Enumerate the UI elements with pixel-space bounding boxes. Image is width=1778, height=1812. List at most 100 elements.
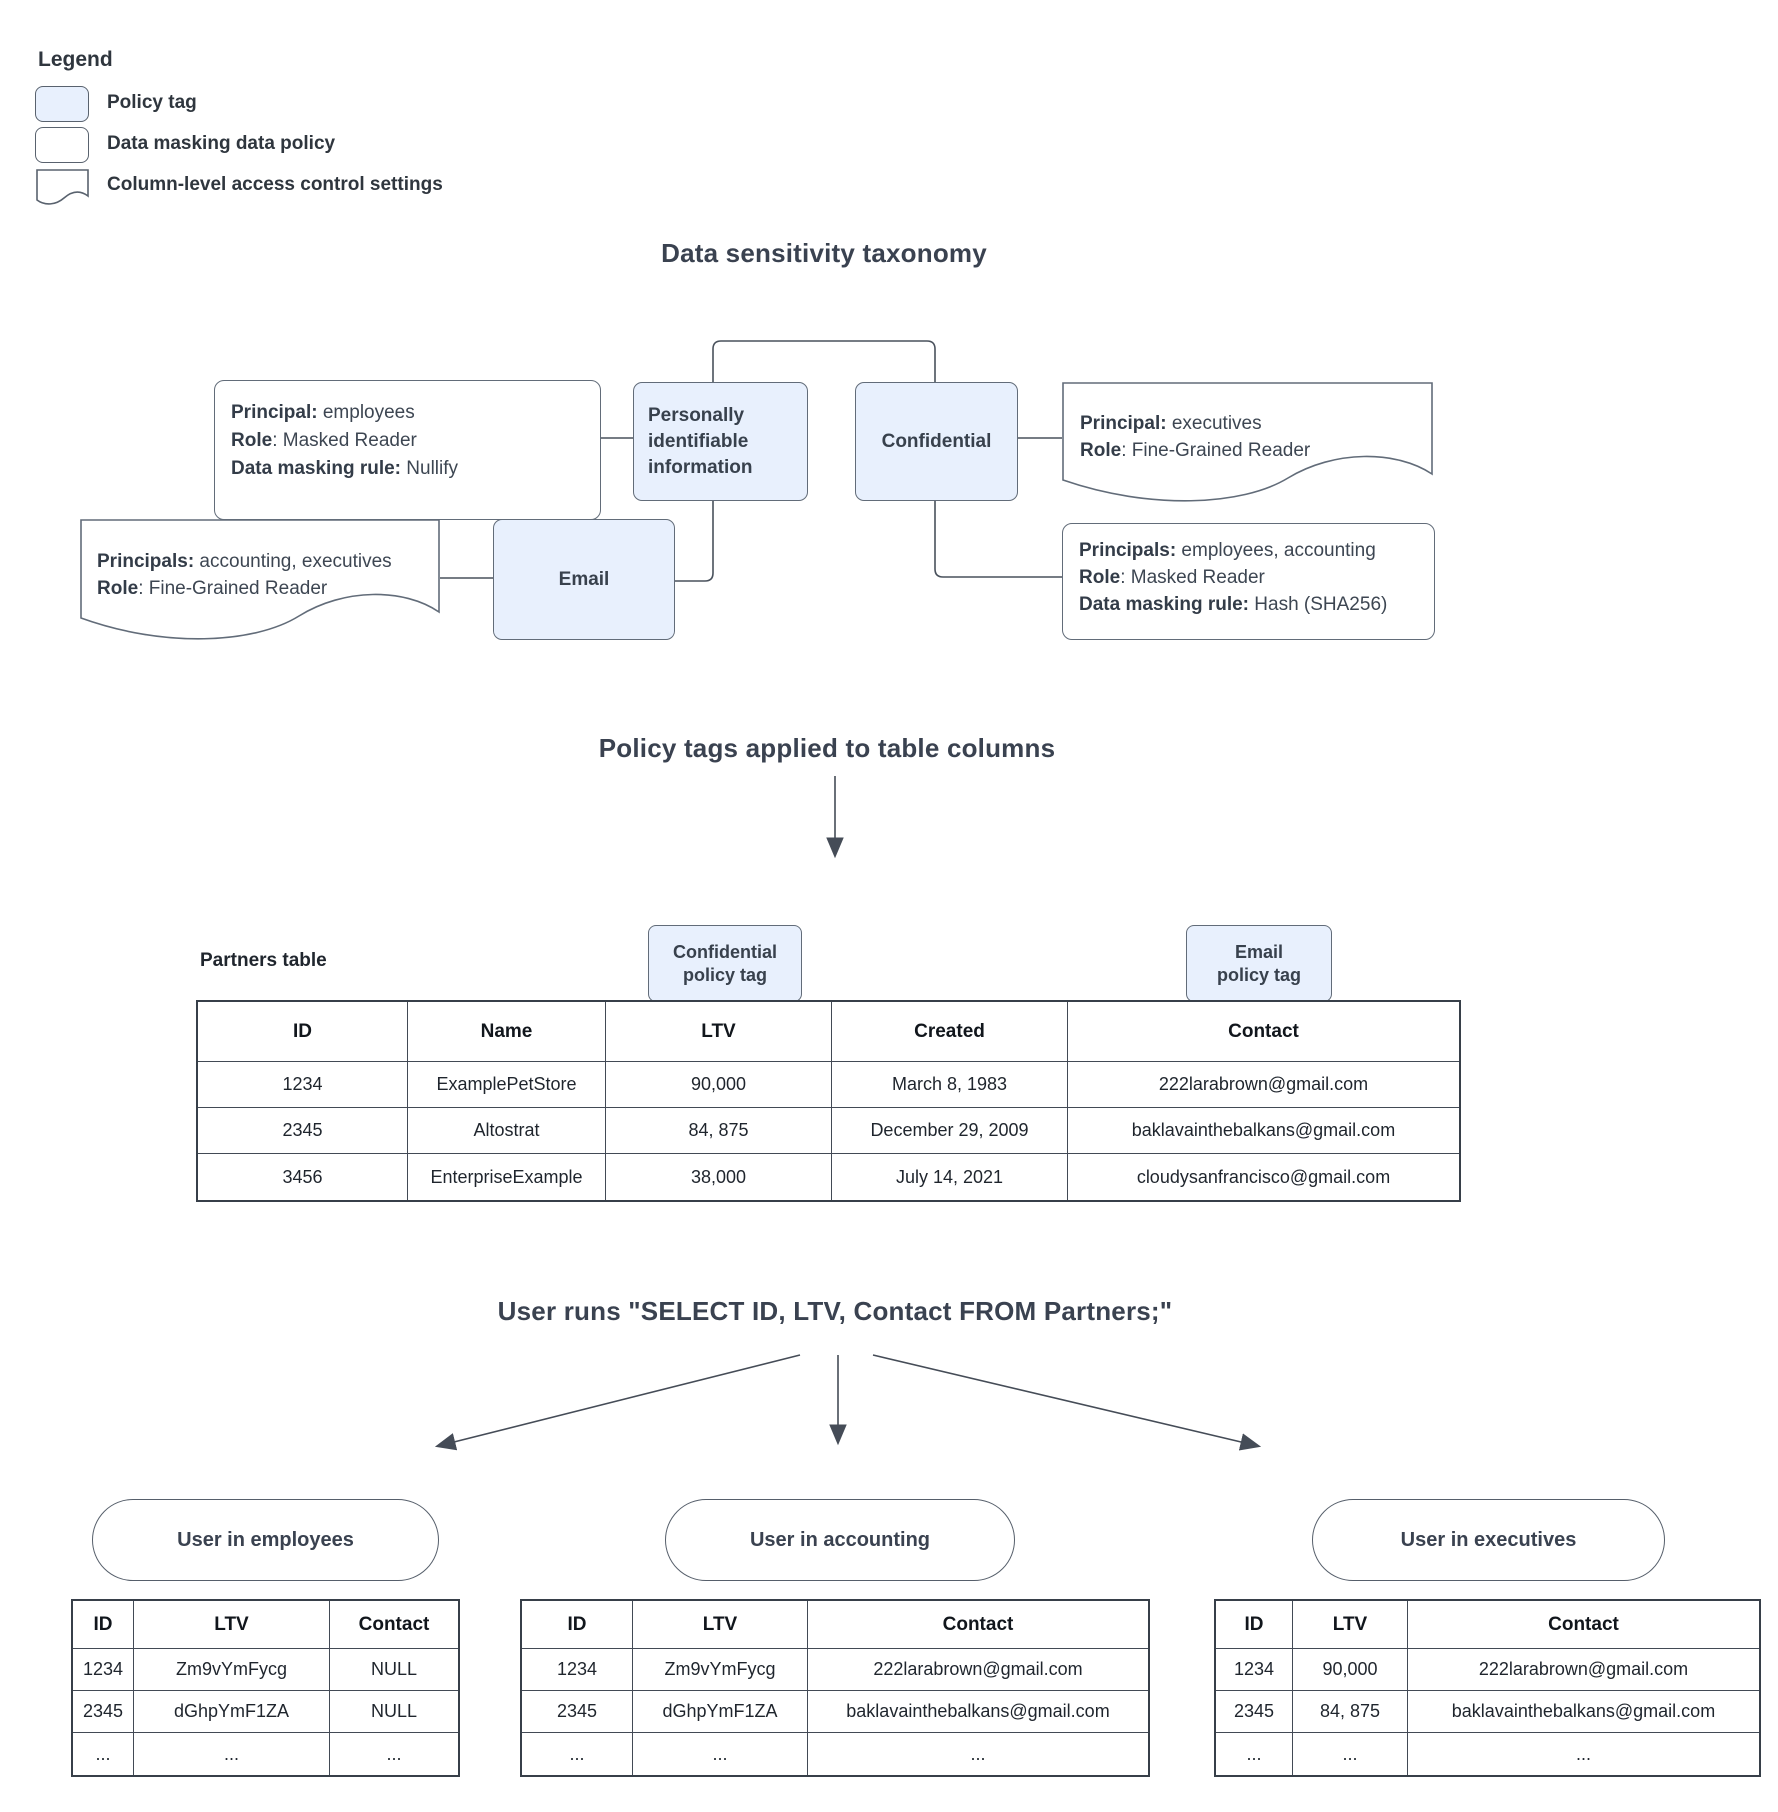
result-cell: baklavainthebalkans@gmail.com [808, 1691, 1148, 1733]
result-cell: ... [1216, 1733, 1293, 1775]
legend-label-data-masking-policy: Data masking data policy [107, 133, 336, 154]
policy-line: Principals: employees, accounting [1079, 540, 1376, 561]
result-cell: 84, 875 [1293, 1691, 1408, 1733]
confidential-masking-policy-box: Principals: employees, accounting Role: … [1062, 523, 1435, 640]
result-cell: NULL [330, 1691, 458, 1733]
result-cell: ... [633, 1733, 808, 1775]
partners-cell: baklavainthebalkans@gmail.com [1068, 1108, 1459, 1154]
legend-swatch-policy-tag [35, 86, 89, 122]
partners-cell: 84, 875 [606, 1108, 832, 1154]
result-cell: 2345 [73, 1691, 134, 1733]
result-table-executives: ID LTV Contact 1234 90,000 222larabrown@… [1214, 1599, 1761, 1777]
policy-line: Role: Fine-Grained Reader [97, 578, 328, 599]
result-cell: 1234 [1216, 1649, 1293, 1691]
arrow-to-employees [434, 1354, 801, 1451]
partners-cell: 38,000 [606, 1154, 832, 1200]
policy-tag-pii: Personally identifiable information [633, 382, 808, 501]
query-title: User runs "SELECT ID, LTV, Contact FROM … [497, 1296, 1173, 1326]
policy-line: Role: Masked Reader [231, 430, 417, 451]
connector-pii-to-email [673, 499, 714, 582]
result-cell: 1234 [73, 1649, 134, 1691]
result-cell: 2345 [522, 1691, 633, 1733]
result-col-header: ID [522, 1601, 633, 1649]
chip-line: policy tag [1216, 964, 1301, 985]
chip-line: Email [1234, 941, 1284, 962]
group-ellipse-employees: User in employees [92, 1499, 439, 1581]
result-cell: 2345 [1216, 1691, 1293, 1733]
partners-col-header: Created [832, 1002, 1068, 1062]
partners-cell: July 14, 2021 [832, 1154, 1068, 1200]
result-col-header: Contact [330, 1601, 458, 1649]
partners-cell: ExamplePetStore [408, 1062, 606, 1108]
result-cell: baklavainthebalkans@gmail.com [1408, 1691, 1759, 1733]
legend-swatch-data-masking-policy [35, 127, 89, 163]
legend-swatch-column-access-doc [36, 169, 89, 205]
result-cell: NULL [330, 1649, 458, 1691]
result-cell: 90,000 [1293, 1649, 1408, 1691]
result-cell: dGhpYmF1ZA [134, 1691, 330, 1733]
policy-line: Data masking rule: Hash (SHA256) [1079, 594, 1388, 615]
partners-table-label: Partners table [200, 950, 327, 971]
partners-col-header: LTV [606, 1002, 832, 1062]
result-cell: ... [386, 1743, 402, 1764]
email-access-doc-shape [80, 519, 440, 640]
legend-title: Legend [38, 48, 113, 71]
partners-cell: March 8, 1983 [832, 1062, 1068, 1108]
pii-masking-policy-box: Principal: employees Role: Masked Reader… [214, 380, 601, 520]
result-table-accounting: ID LTV Contact 1234 Zm9vYmFycg 222larabr… [520, 1599, 1150, 1777]
group-ellipse-accounting: User in accounting [665, 1499, 1015, 1581]
result-col-header: LTV [134, 1601, 330, 1649]
partners-cell: 222larabrown@gmail.com [1068, 1062, 1459, 1108]
result-table-employees: ID LTV Contact 1234 Zm9vYmFycg NULL 2345… [71, 1599, 460, 1777]
result-col-header: LTV [1293, 1601, 1408, 1649]
policy-line: Role: Fine-Grained Reader [1080, 440, 1311, 461]
policy-tag-confidential: Confidential [855, 382, 1018, 501]
policy-line: Data masking rule: Nullify [231, 458, 459, 479]
result-col-header: ID [73, 1601, 134, 1649]
confidential-access-doc-shape [1062, 382, 1433, 502]
chip-line: Confidential [673, 941, 777, 962]
partners-cell: 3456 [198, 1154, 408, 1200]
result-cell: ... [1293, 1733, 1408, 1775]
result-cell: ... [134, 1733, 330, 1775]
policy-line: Principals: accounting, executives [97, 551, 392, 572]
result-col-header: Contact [1408, 1601, 1759, 1649]
result-cell: ... [73, 1733, 134, 1775]
confidential-access-settings: Principal: executives Role: Fine-Grained… [1080, 410, 1425, 464]
result-cell: Zm9vYmFycg [134, 1649, 330, 1691]
confidential-policy-tag-chip: Confidential policy tag [648, 925, 802, 1002]
connector-confidential-to-masking [934, 499, 1062, 578]
partners-cell: 90,000 [606, 1062, 832, 1108]
arrow-to-executives [872, 1354, 1262, 1451]
taxonomy-bracket [712, 340, 936, 382]
result-cell: 1234 [522, 1649, 633, 1691]
partners-col-header: ID [198, 1002, 408, 1062]
group-ellipse-executives: User in executives [1312, 1499, 1665, 1581]
partners-col-header: Name [408, 1002, 606, 1062]
policy-tag-email: Email [493, 519, 675, 640]
result-cell: ... [970, 1743, 986, 1764]
chip-line: policy tag [682, 964, 767, 985]
result-col-header: LTV [633, 1601, 808, 1649]
policy-line: Principal: employees [231, 402, 415, 423]
partners-cell: December 29, 2009 [832, 1108, 1068, 1154]
result-cell: 222larabrown@gmail.com [1408, 1649, 1759, 1691]
legend-label-policy-tag: Policy tag [107, 92, 197, 113]
partners-cell: EnterpriseExample [408, 1154, 606, 1200]
result-cell: ... [522, 1733, 633, 1775]
result-cell: 222larabrown@gmail.com [808, 1649, 1148, 1691]
partners-table: ID Name LTV Created Contact 1234 Example… [196, 1000, 1461, 1202]
result-col-header: Contact [808, 1601, 1148, 1649]
policy-line: Principal: executives [1080, 413, 1262, 434]
taxonomy-title: Data sensitivity taxonomy [661, 238, 987, 268]
partners-cell: 2345 [198, 1108, 408, 1154]
applied-title: Policy tags applied to table columns [598, 733, 1056, 763]
partners-col-header: Contact [1068, 1002, 1459, 1062]
partners-cell: Altostrat [408, 1108, 606, 1154]
email-access-settings: Principals: accounting, executives Role:… [97, 548, 437, 602]
result-cell: ... [1575, 1743, 1591, 1764]
legend-label-column-access: Column-level access control settings [107, 174, 443, 195]
result-cell: Zm9vYmFycg [633, 1649, 808, 1691]
